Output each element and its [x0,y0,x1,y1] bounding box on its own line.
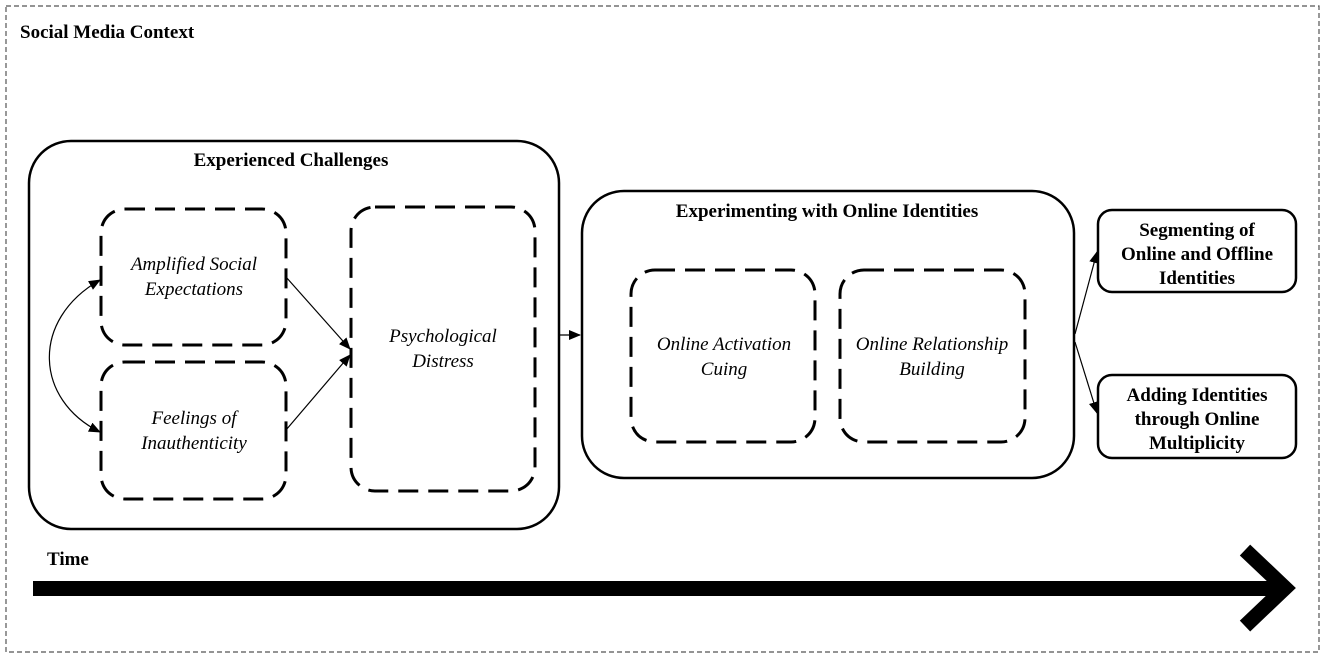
online-relationship-building-box [838,268,1027,444]
relationship-label-line2: Building [899,359,964,380]
segmenting-label-line3: Identities [1159,268,1235,289]
feelings-label-line2: Inauthenticity [140,433,247,454]
social-media-context-frame [5,5,1320,653]
experimenting-title: Experimenting with Online Identities [676,201,978,222]
arrow-feelings-to-distress [285,354,351,431]
context-label: Social Media Context [20,22,195,43]
adding-label-line1: Adding Identities [1127,385,1268,406]
arrow-amplified-to-distress [285,276,351,350]
segmenting-identities-box [1096,208,1298,294]
relationship-label-line1: Online Relationship [856,334,1009,355]
experienced-challenges-title: Experienced Challenges [194,150,389,171]
distress-label-line1: Psychological [388,326,497,347]
adding-label-line3: Multiplicity [1149,433,1246,454]
feelings-label-line1: Feelings of [151,408,240,429]
online-activation-cuing-box [629,268,817,444]
distress-label-line2: Distress [411,351,474,372]
time-arrow-head [1239,544,1296,632]
feelings-of-inauthenticity-box [99,360,288,501]
psychological-distress-box [349,205,537,493]
amplified-social-expectations-box [99,207,288,347]
bidirectional-curved-arrow [48,279,101,433]
activation-label-line1: Online Activation [657,334,791,355]
adding-identities-box [1096,373,1298,460]
arrow-to-adding [1074,341,1099,414]
segmenting-label-line1: Segmenting of [1139,220,1255,241]
time-label: Time [47,549,89,570]
experimenting-box [580,189,1076,480]
activation-label-line2: Cuing [701,359,747,380]
adding-label-line2: through Online [1135,409,1260,430]
arrow-to-segmenting [1074,251,1099,335]
amplified-label-line2: Expectations [144,279,243,300]
segmenting-label-line2: Online and Offline [1121,244,1273,265]
time-arrow-shaft [33,581,1283,596]
experienced-challenges-box [27,139,561,531]
amplified-label-line1: Amplified Social [129,254,257,275]
